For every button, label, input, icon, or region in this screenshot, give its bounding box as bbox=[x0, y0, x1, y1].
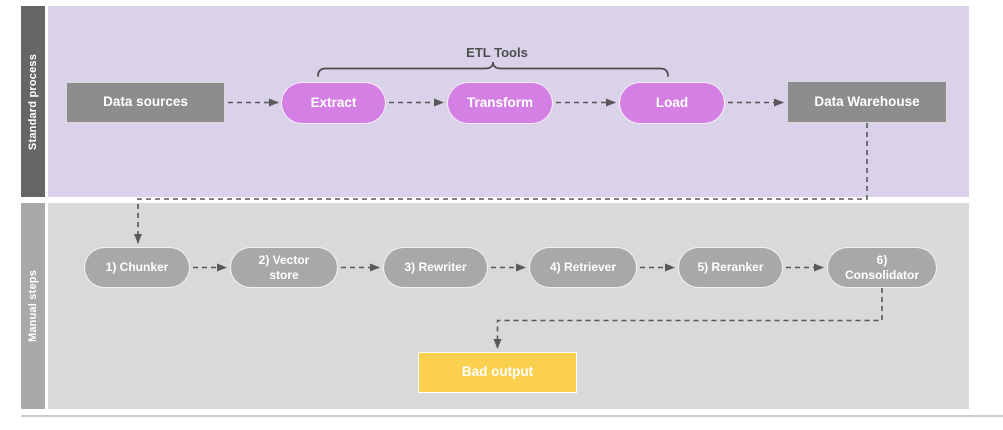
node-bad-output: Bad output bbox=[418, 352, 577, 393]
etl-tools-label: ETL Tools bbox=[466, 45, 528, 60]
node-data-warehouse: Data Warehouse bbox=[787, 81, 947, 123]
node-transform: Transform bbox=[447, 82, 553, 124]
page-divider-line bbox=[21, 415, 1003, 417]
node-extract: Extract bbox=[281, 82, 386, 124]
node-load: Load bbox=[619, 82, 725, 124]
node-consolidator: 6) Consolidator bbox=[827, 247, 937, 288]
lane-label-text: Manual steps bbox=[27, 269, 39, 343]
node-retriever: 4) Retriever bbox=[529, 247, 637, 288]
node-data-sources: Data sources bbox=[66, 82, 225, 123]
node-reranker: 5) Reranker bbox=[678, 247, 783, 288]
node-chunker: 1) Chunker bbox=[84, 247, 190, 288]
node-rewriter: 3) Rewriter bbox=[383, 247, 488, 288]
lane-label-standard-process: Standard process bbox=[21, 6, 45, 197]
lane-label-manual-steps: Manual steps bbox=[21, 203, 45, 409]
node-vector-store: 2) Vector store bbox=[230, 247, 338, 288]
lane-label-text: Standard process bbox=[27, 53, 39, 150]
